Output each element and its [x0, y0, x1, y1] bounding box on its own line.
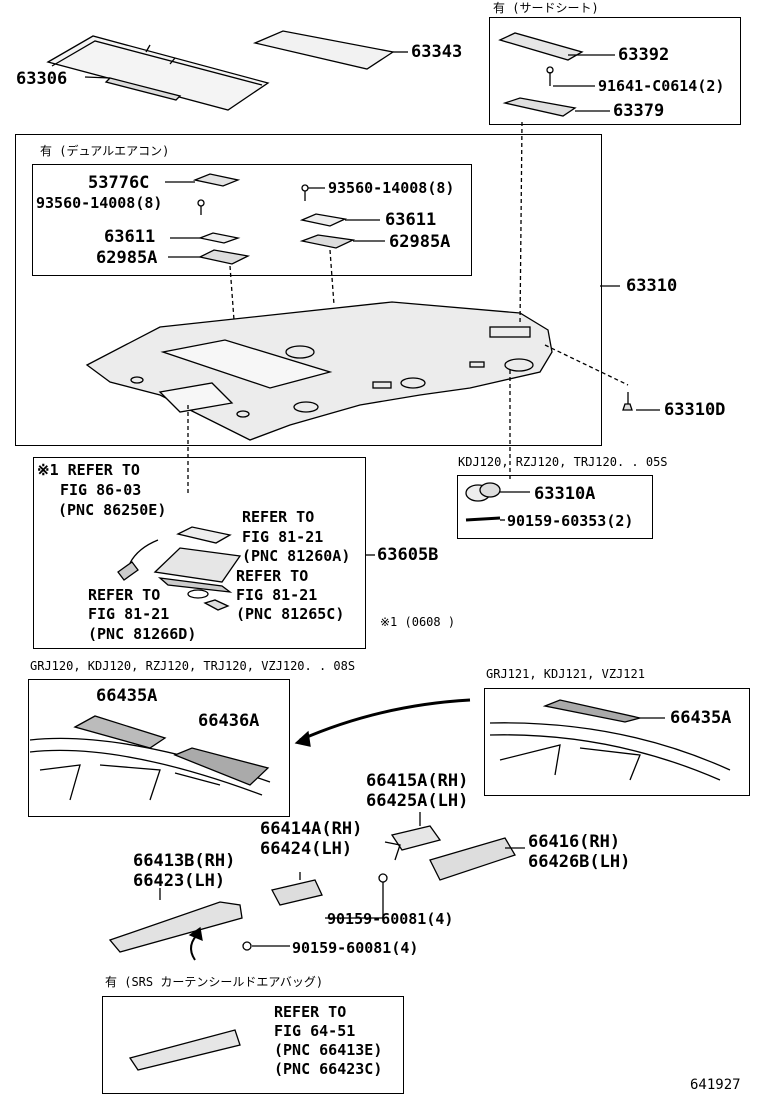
- grj120-box: [28, 679, 290, 817]
- part-63310a-drawing: [465, 482, 530, 522]
- dual-aircon-parts-box: [32, 164, 472, 276]
- label-93560-right: 93560-14008(8): [328, 179, 455, 197]
- label-66426b: 66426B(LH): [528, 852, 631, 872]
- label-63310d: 63310D: [664, 400, 726, 420]
- caption-srs: 有 (SRS カーテンシールドエアバッグ): [105, 975, 324, 989]
- dual-aircon-parts-drawing: [165, 173, 385, 265]
- ref5-line3: (PNC 66413E): [274, 1041, 383, 1059]
- ref5-line4: (PNC 66423C): [274, 1060, 383, 1078]
- part-63343-drawing: [252, 30, 408, 70]
- part-63310d-drawing: [622, 392, 660, 411]
- label-66413b: 66413B(RH): [133, 851, 236, 871]
- transfer-arrowhead: [294, 730, 311, 747]
- ref1-line1: ※1 REFER TO: [37, 461, 140, 479]
- caption-kdj-models: KDJ120, RZJ120, TRJ120. . 05S: [458, 455, 668, 469]
- label-91641: 91641-C0614(2): [598, 77, 725, 95]
- label-63343: 63343: [411, 42, 463, 62]
- third-seat-box: [489, 17, 741, 125]
- label-66423: 66423(LH): [133, 871, 226, 891]
- srs-box: [102, 996, 404, 1094]
- label-62985a-right: 62985A: [389, 232, 451, 252]
- figure-id: 641927: [690, 1077, 741, 1093]
- ref5-line2: FIG 64-51: [274, 1022, 356, 1040]
- ref3-line3: (PNC 81265C): [236, 605, 345, 623]
- kdj-options-box: [457, 475, 653, 539]
- ref5-line1: REFER TO: [274, 1003, 347, 1021]
- ref3-line1: REFER TO: [236, 567, 309, 585]
- part-63392-drawing: [498, 32, 615, 117]
- ref4-line1: REFER TO: [88, 586, 161, 604]
- transfer-arrow: [299, 698, 471, 742]
- label-93560-left: 93560-14008(8): [36, 194, 163, 212]
- label-66436a: 66436A: [198, 711, 260, 731]
- label-90159-60081-a: 90159-60081(4): [327, 910, 454, 928]
- ref4-line3: (PNC 81266D): [88, 625, 197, 643]
- label-90159-60081-b: 90159-60081(4): [292, 939, 419, 957]
- caption-dual-aircon: 有 (デュアルエアコン): [40, 144, 170, 158]
- ref1-line3: (PNC 86250E): [58, 501, 167, 519]
- part-63605b-drawing: [117, 526, 375, 611]
- label-63310: 63310: [626, 276, 678, 296]
- label-63306: 63306: [16, 69, 68, 89]
- label-63379: 63379: [613, 101, 665, 121]
- label-66414a: 66414A(RH): [260, 819, 363, 839]
- label-66415a: 66415A(RH): [366, 771, 469, 791]
- dual-aircon-box: [15, 134, 602, 446]
- caption-grj120-models: GRJ120, KDJ120, RZJ120, TRJ120, VZJ120. …: [30, 659, 356, 673]
- label-66416: 66416(RH): [528, 832, 621, 852]
- label-63611-left: 63611: [104, 227, 156, 247]
- label-62985a-left: 62985A: [96, 248, 158, 268]
- ref2-line1: REFER TO: [242, 508, 315, 526]
- ref3-line2: FIG 81-21: [236, 586, 318, 604]
- ref4-line2: FIG 81-21: [88, 605, 170, 623]
- room-lamp-box: [33, 457, 366, 649]
- caption-grj121-models: GRJ121, KDJ121, VZJ121: [486, 667, 645, 681]
- roof-sketch-left: [29, 715, 271, 801]
- label-63611-right: 63611: [385, 210, 437, 230]
- label-63310a: 63310A: [534, 484, 596, 504]
- label-66435a-right: 66435A: [670, 708, 732, 728]
- label-63392: 63392: [618, 45, 670, 65]
- grj121-box: [484, 688, 750, 796]
- label-66435a-left: 66435A: [96, 686, 158, 706]
- lower-brackets-drawing: [108, 812, 525, 1071]
- ref2-line2: FIG 81-21: [242, 528, 324, 546]
- caption-note1: ※1 (0608 ): [380, 615, 456, 629]
- label-90159-60353: 90159-60353(2): [507, 512, 634, 530]
- part-63306-drawing: [46, 35, 270, 111]
- ref1-line2: FIG 86-03: [60, 481, 142, 499]
- label-53776c: 53776C: [88, 173, 150, 193]
- part-63310-drawing: [85, 301, 553, 441]
- ref2-line3: (PNC 81260A): [242, 547, 351, 565]
- label-63605b: 63605B: [377, 545, 439, 565]
- roof-sketch-right: [489, 699, 731, 781]
- caption-third-seat: 有 (サードシート): [493, 1, 599, 15]
- label-66424: 66424(LH): [260, 839, 353, 859]
- label-66425a: 66425A(LH): [366, 791, 469, 811]
